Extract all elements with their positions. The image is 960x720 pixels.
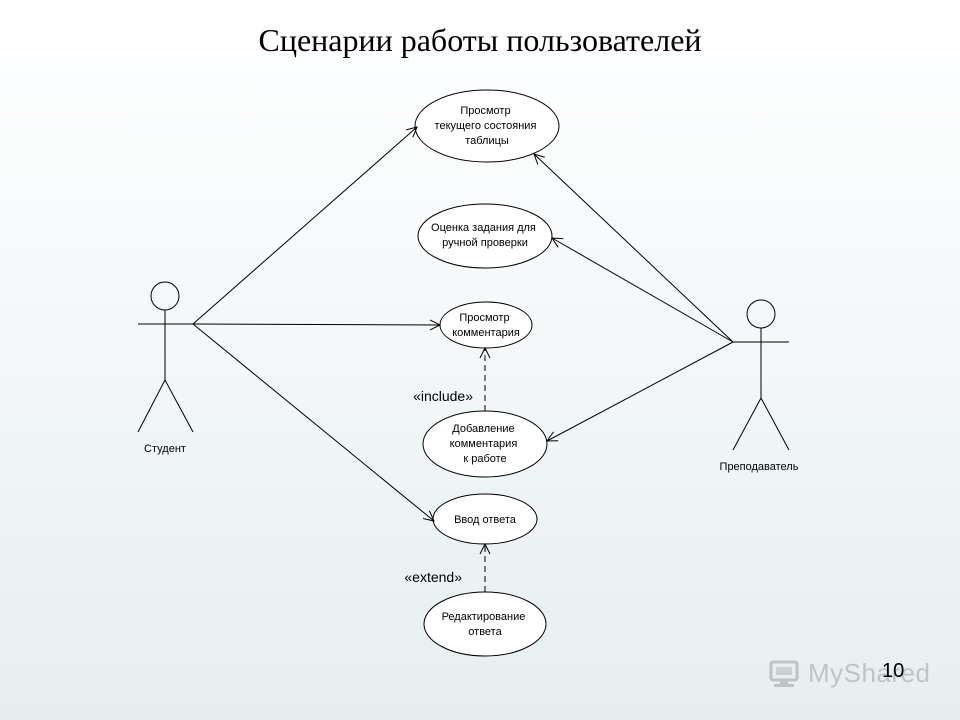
use-case-edit-answer-line-2: ответа [468, 626, 502, 638]
actor-student-leg-right [164, 379, 194, 433]
use-case-add-comment-line-2: комментария [450, 438, 518, 450]
svg-text:Добавление комментария: Добавление комментария к работе [450, 423, 521, 465]
actor-student: Студент [137, 281, 194, 455]
actor-teacher-leg-left [732, 397, 762, 451]
use-case-grade-task-line-1: Оценка задания для [431, 222, 536, 234]
actor-teacher-leg-right [760, 397, 790, 451]
extend-stereotype: «extend» [404, 569, 462, 585]
use-case-grade-task: Оценка задания для ручной проверки [417, 203, 553, 269]
include-stereotype: «include» [413, 388, 473, 404]
svg-text:Ввод ответа: Ввод ответа [454, 514, 517, 526]
association-teacher-grade-task [552, 238, 734, 343]
use-case-add-comment-line-3: к работе [463, 453, 506, 465]
svg-text:Оценка задания для ручно: Оценка задания для ручной проверки [431, 222, 539, 249]
use-case-view-table-line-2: текущего состояния [435, 120, 537, 132]
page-number: 10 [882, 660, 905, 682]
actor-teacher-label: Преподаватель [720, 461, 799, 473]
association-student-view-comment [192, 324, 440, 325]
watermark-logo: MyShared [768, 656, 931, 696]
svg-text:Просмотр комментария: Просмотр комментария [452, 312, 520, 339]
actor-student-head [150, 281, 180, 311]
svg-text:Редактирование ответа: Редактирование ответа [442, 611, 529, 638]
use-case-enter-answer: Ввод ответа [432, 493, 538, 545]
use-case-view-table-line-1: Просмотр [460, 105, 510, 117]
use-case-edit-answer-line-1: Редактирование [442, 611, 526, 623]
use-case-edit-answer: Редактирование ответа [423, 591, 547, 657]
watermark-text: MyShared [808, 658, 931, 688]
association-teacher-view-table [534, 154, 734, 343]
association-teacher-add-comment [547, 341, 734, 441]
use-case-grade-task-line-2: ручной проверки [442, 237, 528, 249]
use-case-view-table-line-3: таблицы [465, 135, 509, 147]
use-case-view-table: Просмотр текущего состояния таблицы [414, 89, 560, 163]
svg-text:Просмотр текущего состоя: Просмотр текущего состояния таблицы [435, 105, 540, 147]
monitor-icon [769, 660, 799, 687]
use-case-view-comment-line-2: комментария [452, 327, 520, 339]
actor-student-label: Студент [144, 443, 186, 455]
association-student-view-table [192, 127, 417, 325]
use-case-enter-answer-line-1: Ввод ответа [454, 514, 517, 526]
actor-student-leg-left [137, 379, 166, 433]
slide-title: Сценарии работы пользователей [258, 22, 702, 58]
actor-teacher: Преподаватель [720, 299, 799, 473]
use-case-add-comment: Добавление комментария к работе [422, 410, 548, 478]
use-case-view-comment: Просмотр комментария [439, 301, 533, 349]
use-case-add-comment-line-1: Добавление [452, 423, 514, 435]
actor-teacher-head [746, 299, 776, 329]
association-student-enter-answer [192, 323, 434, 521]
use-case-view-comment-line-1: Просмотр [459, 312, 509, 324]
